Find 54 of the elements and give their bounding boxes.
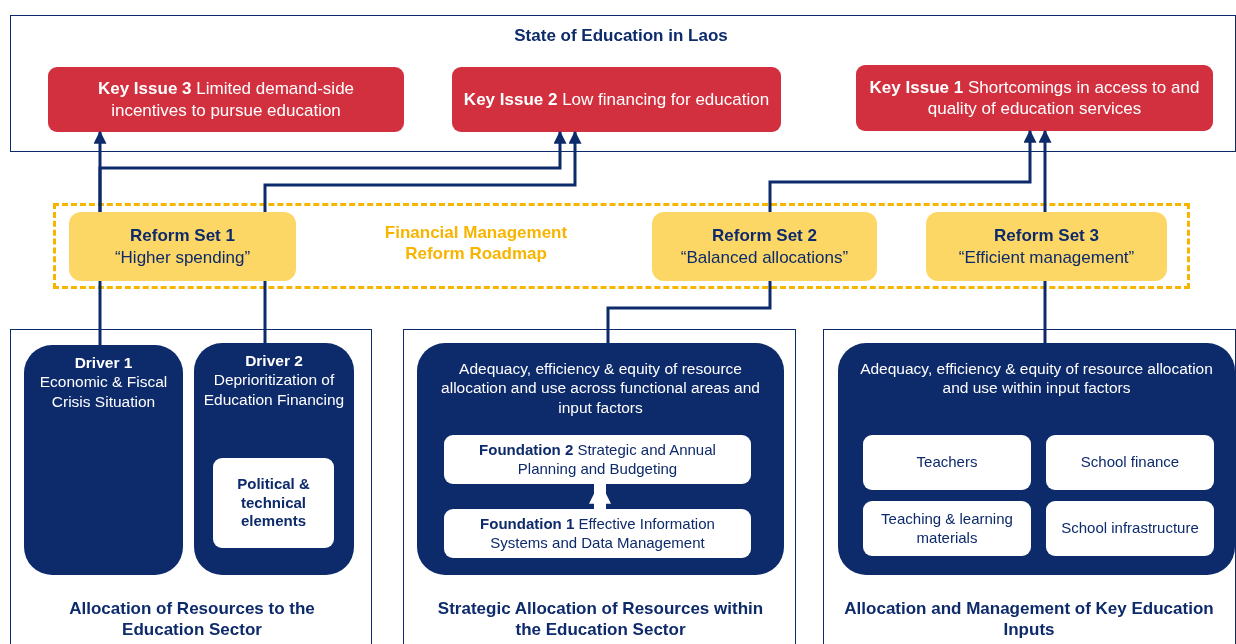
reform-box [652,212,877,281]
driver-box [194,343,354,575]
reform-box [69,212,296,281]
box-description: “Higher spending” [114,246,251,268]
section-heading: Allocation and Management of Key Education Inputs [844,597,1214,640]
box-description: “Balanced allocations” [680,246,849,268]
box-title: Reform Set 2 [712,225,817,247]
box-description: Deprioritization of Education Financing [202,370,346,410]
box-label: Key Issue 1 Shortcomings in access to and quality of education services [868,76,1201,120]
connector-arrow [1038,129,1052,212]
description-text: Adequacy, efficiency & equity of resource allocation and use across functional areas and input factors [440,359,761,418]
input-box [863,501,1031,556]
box-title: Reform Set 1 [130,225,235,247]
connector-arrow [98,130,567,212]
input-box [1046,435,1214,490]
reform-box [926,212,1167,281]
section-heading: Strategic Allocation of Resources within the Education Sector [436,597,765,640]
box-label: Teaching & learning materials [880,509,1014,548]
block-arrow [589,481,611,509]
foundation-box [444,435,751,484]
box-label: Political & technical elements [236,474,311,532]
section-panel [10,15,1236,152]
box-description: “Efficient management” [958,246,1135,268]
issue-box [48,67,404,132]
connector-arrow [263,130,582,212]
box-label: Teachers [915,453,979,472]
driver-box [24,345,183,575]
issue-box [856,65,1213,131]
issue-box [452,67,781,132]
section-panel [823,329,1236,644]
box-label: School infrastructure [1060,519,1200,538]
box-label: Key Issue 2 Low financing for education [463,88,770,111]
box-label: School finance [1079,453,1181,472]
box-description: Economic & Fiscal Crisis Situation [38,372,169,412]
section-panel [10,329,372,644]
box-title: Driver 1 [74,353,133,373]
category-box [838,343,1235,575]
foundation-box [444,509,751,558]
section-panel [403,329,796,644]
roadmap-label: Financial Management Reform Roadmap [383,222,569,265]
description-text: Adequacy, efficiency & equity of resource allocation and use within input factors [859,359,1214,398]
input-box [863,435,1031,490]
box-label: Key Issue 3 Limited demand-side incentives to pursue education [96,78,356,121]
element-box [213,458,334,548]
section-heading: Allocation of Resources to the Education Sector [68,597,316,640]
box-label: Foundation 2 Strategic and Annual Planning and Budgeting [478,440,717,479]
input-box [1046,501,1214,556]
box-title: Reform Set 3 [994,225,1099,247]
connector-arrow [768,129,1037,212]
category-box [417,343,784,575]
box-title: Driver 2 [245,351,303,371]
box-label: Foundation 1 Effective Information Systems and Data Management [479,514,716,553]
dashed-roadmap-band [53,203,1190,289]
section-heading: State of Education in Laos [513,25,729,47]
